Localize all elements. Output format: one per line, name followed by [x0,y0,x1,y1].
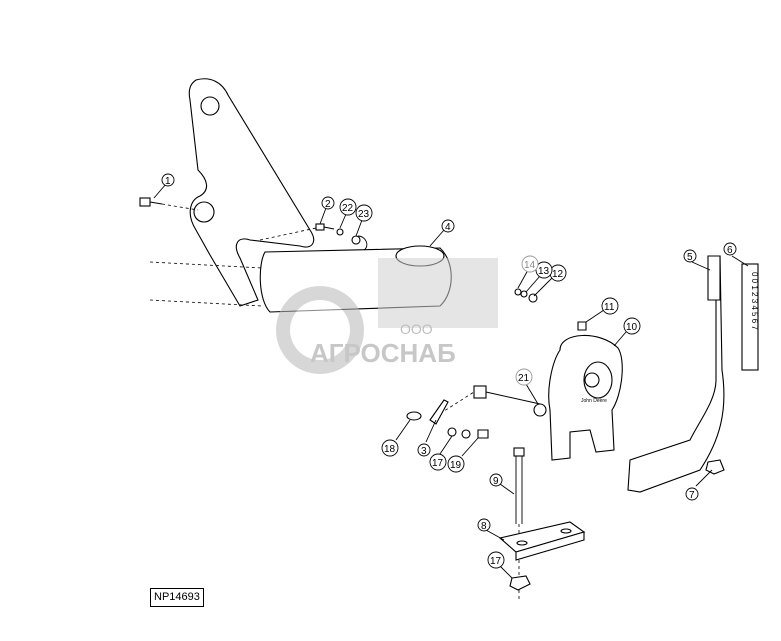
callout-18: 18 [384,444,396,455]
decal-strip: 0 0 1 2 3 4 5 6 7 [741,263,759,371]
callout-17-lower: 17 [490,556,502,567]
callout-4: 4 [445,222,451,233]
frame-arm [188,78,315,307]
callout-23: 23 [358,209,370,220]
fitting-group [514,288,538,303]
callout-5: 5 [687,252,693,263]
reference-code-label: NP14693 [150,588,204,607]
callout-6: 6 [727,245,733,256]
clamp-plate [498,521,586,561]
bolt-2 [259,223,368,251]
callout-22: 22 [342,203,354,214]
callout-12: 12 [552,269,564,280]
pivot-bracket: John Deere [548,321,623,461]
callout-8: 8 [481,521,487,532]
callout-11: 11 [604,302,615,313]
callout-1: 1 [165,176,171,187]
bracket-badge-text: John Deere [581,398,607,404]
bolt-1 [139,197,199,211]
watermark-small-text: ООО [400,321,433,337]
callout-21: 21 [518,373,530,384]
callout-2: 2 [325,199,331,210]
nut-17-lower [509,575,531,591]
callout-10: 10 [626,322,638,333]
nut-7 [705,459,725,475]
callout-9: 9 [493,476,499,487]
callout-3: 3 [421,446,427,457]
side-plate [627,255,725,493]
watermark: ООО АГРОСНАБ [276,258,498,374]
watermark-brand-text: АГРОСНАБ [310,338,456,368]
link-washers [406,399,489,439]
callout-19: 19 [450,460,462,471]
decal-text: 0 0 1 2 3 4 5 6 7 [750,272,759,330]
callout-14: 14 [524,260,536,271]
callout-17-upper: 17 [432,458,444,469]
callout-7: 7 [689,490,695,501]
callout-13: 13 [538,266,550,277]
watermark-harvester-icon [378,258,498,328]
callouts: 1 2 3 4 5 6 7 8 9 10 11 12 [153,173,749,579]
